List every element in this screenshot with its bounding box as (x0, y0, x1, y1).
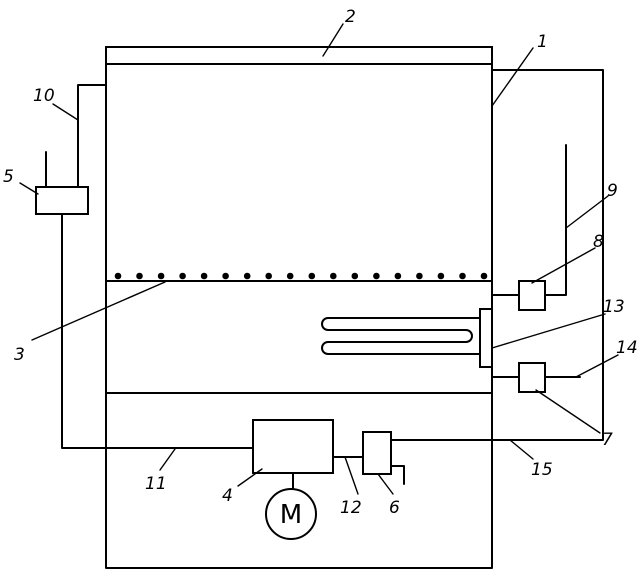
label-11: 11 (145, 474, 167, 494)
leader-14 (576, 355, 618, 377)
label-5: 5 (3, 167, 14, 187)
valve-6 (363, 432, 391, 474)
label-7: 7 (602, 430, 613, 450)
lid (106, 47, 492, 64)
perforation-hole (244, 273, 251, 280)
heater-mount-13 (480, 309, 492, 367)
perforation-hole (395, 273, 402, 280)
perforation-hole (222, 273, 229, 280)
label-12: 12 (340, 498, 362, 518)
label-15: 15 (531, 460, 553, 480)
leader-10 (53, 104, 78, 120)
perforation-hole (115, 273, 122, 280)
perforation-hole (352, 273, 359, 280)
label-10: 10 (33, 86, 55, 106)
perforation-hole (158, 273, 165, 280)
perforation-hole (416, 273, 423, 280)
pipe-11 (62, 214, 253, 448)
perforation-hole (481, 273, 488, 280)
leader-7 (536, 390, 600, 433)
perforation-hole (330, 273, 337, 280)
perforation-hole (309, 273, 316, 280)
perforation-hole (136, 273, 143, 280)
perforation-hole (438, 273, 445, 280)
pipe-10 (78, 85, 106, 187)
leader-11 (160, 449, 175, 470)
valve-5 (36, 187, 88, 214)
leader-8 (532, 248, 595, 283)
label-1: 1 (537, 32, 548, 52)
label-14: 14 (616, 338, 638, 358)
valve-6-drain (391, 466, 404, 484)
perforation-hole (201, 273, 208, 280)
pipe-15 (391, 70, 603, 440)
perforation-hole (373, 273, 380, 280)
label-3: 3 (14, 345, 25, 365)
label-8: 8 (593, 232, 604, 252)
pipe-9 (545, 145, 566, 295)
heater-element (322, 318, 480, 354)
leader-9 (566, 196, 608, 228)
perforation-hole (459, 273, 466, 280)
label-9: 9 (607, 181, 618, 201)
perforation-holes (115, 273, 488, 280)
pump-unit-4 (253, 420, 333, 473)
leader-4 (238, 469, 262, 486)
label-4: 4 (222, 486, 233, 506)
leader-12 (345, 457, 358, 494)
perforation-hole (179, 273, 186, 280)
label-2: 2 (345, 7, 356, 27)
leader-1 (492, 48, 533, 106)
perforation-hole (265, 273, 272, 280)
leader-3 (32, 282, 165, 340)
valve-7 (519, 363, 545, 392)
perforation-hole (287, 273, 294, 280)
leader-6 (378, 474, 393, 494)
label-13: 13 (603, 297, 625, 317)
motor-label: M (280, 500, 302, 530)
valve-8 (519, 281, 545, 310)
leader-15 (510, 440, 533, 459)
leader-13 (492, 314, 605, 348)
label-6: 6 (389, 498, 400, 518)
